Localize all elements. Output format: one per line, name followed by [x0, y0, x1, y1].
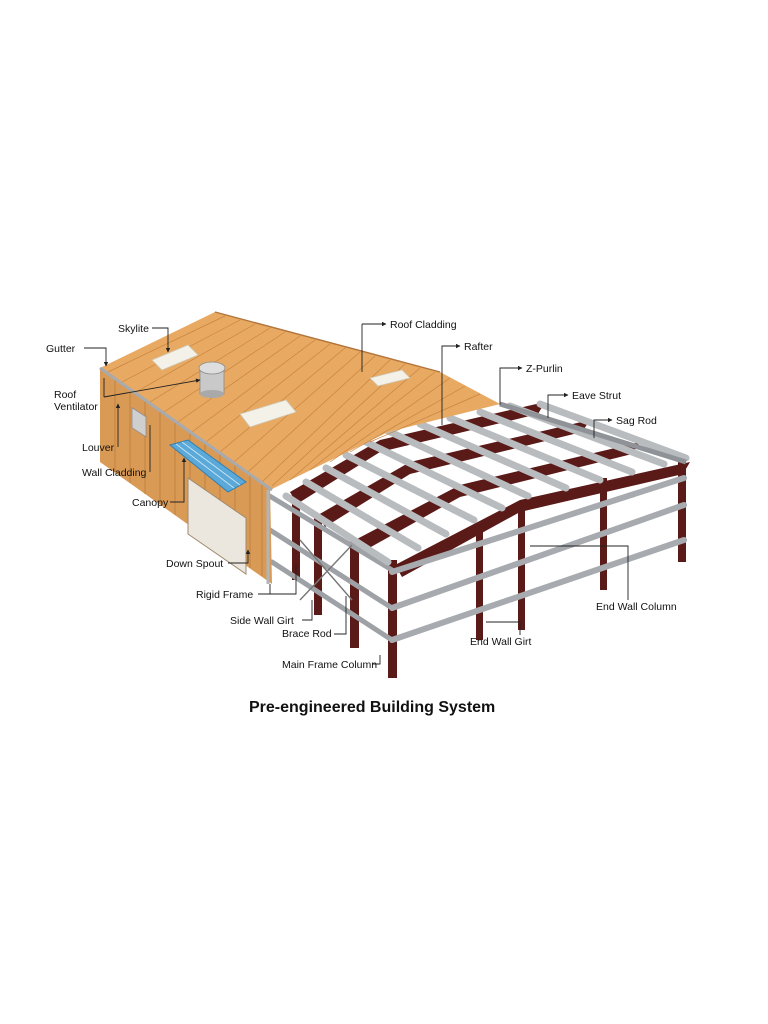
roof-cladding — [100, 312, 500, 490]
side-door — [187, 477, 247, 575]
label-down-spout: Down Spout — [166, 558, 223, 570]
label-z-purlin: Z-Purlin — [526, 363, 563, 375]
louver — [131, 407, 147, 438]
diagram-title: Pre-engineered Building System — [249, 699, 495, 716]
label-sag-rod: Sag Rod — [616, 415, 657, 427]
label-canopy: Canopy — [132, 497, 169, 509]
rigid-frame-rafter-2 — [318, 420, 590, 527]
label-rafter: Rafter — [464, 341, 493, 353]
rigid-frame-column-3 — [292, 492, 300, 580]
end-wall-column-left — [388, 560, 397, 678]
leader-lines — [84, 324, 629, 665]
main-frame-column-1 — [350, 540, 359, 648]
label-brace-rod: Brace Rod — [282, 628, 332, 640]
label-roof-ventilator-2: Ventilator — [54, 401, 98, 413]
side-wall-girts — [265, 492, 395, 643]
skylight-2 — [239, 399, 297, 428]
roof-ridge — [214, 311, 441, 373]
eave-strut — [499, 401, 687, 465]
skylight-1 — [151, 344, 199, 371]
label-louver: Louver — [82, 442, 115, 454]
gutter — [99, 366, 273, 492]
canopy-ribs — [175, 441, 241, 489]
end-wall-rafter — [395, 462, 690, 577]
roof-ribs — [107, 315, 481, 487]
label-side-wall-girt: Side Wall Girt — [230, 615, 294, 627]
skylight-3 — [369, 369, 411, 387]
label-eave-strut: Eave Strut — [572, 390, 621, 402]
label-end-wall-girt: End Wall Girt — [470, 636, 532, 648]
label-end-wall-column: End Wall Column — [596, 601, 677, 613]
label-wall-cladding: Wall Cladding — [82, 467, 147, 479]
canopy — [168, 439, 247, 493]
end-wall-column-center — [518, 504, 525, 630]
end-wall-column-corner — [678, 462, 686, 562]
end-wall-column-mid — [476, 528, 483, 640]
end-wall-girts — [389, 475, 687, 643]
label-main-frame-column: Main Frame Column — [282, 659, 377, 671]
roof-ventilator — [198, 361, 226, 398]
cladded-building — [99, 311, 500, 584]
brace-rod — [299, 539, 353, 601]
label-gutter: Gutter — [46, 343, 76, 355]
label-skylite: Skylite — [118, 323, 149, 335]
main-frame-column-2 — [314, 515, 322, 615]
structural-frame — [265, 400, 690, 678]
label-rigid-frame: Rigid Frame — [196, 589, 253, 601]
labels: Skylite Gutter Roof Ventilator Louver Wa… — [46, 319, 677, 716]
label-roof-ventilator-1: Roof — [54, 389, 76, 401]
label-roof-cladding: Roof Cladding — [390, 319, 457, 331]
z-purlins — [282, 400, 690, 566]
